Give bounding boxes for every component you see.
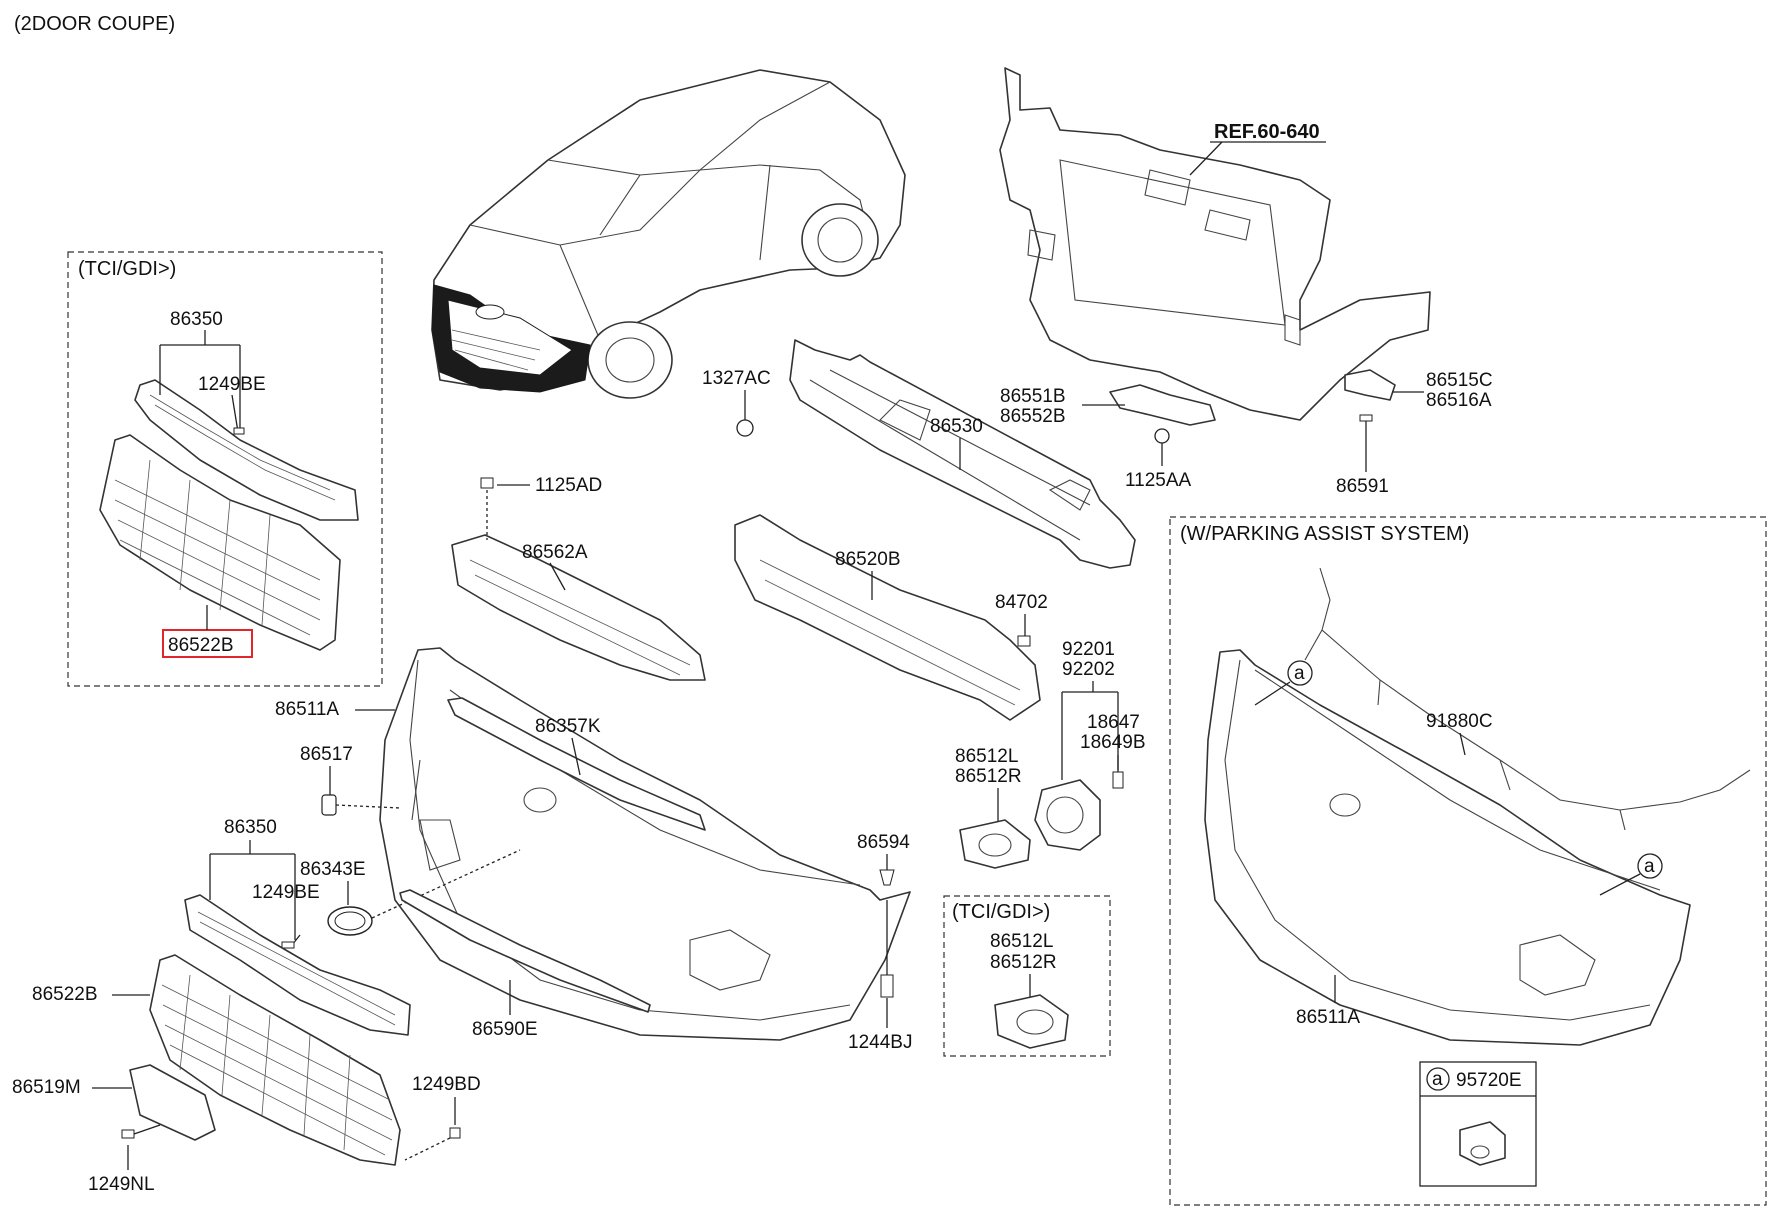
leader-86350-top (159, 330, 241, 430)
part-label-86530: 86530 (930, 416, 983, 437)
bolt-icon (281, 934, 301, 949)
part-label-86552B: 86552B (1000, 406, 1066, 427)
part-label-1249BE-bottom: 1249BE (252, 882, 320, 903)
part-label-86551B: 86551B (1000, 386, 1066, 407)
wiring-harness-drawing (1304, 567, 1751, 831)
part-label-86511A-right: 86511A (1296, 1007, 1360, 1028)
lower-grille-bottom-drawing (149, 954, 401, 1166)
fog-lamp-cover-tci-drawing (994, 994, 1069, 1049)
part-label-18649B: 18649B (1080, 732, 1146, 753)
part-label-86350-bottom: 86350 (224, 817, 277, 838)
part-label-86517: 86517 (300, 744, 353, 765)
lower-grille-drawing-top (99, 434, 341, 651)
parking-assist-box (1169, 516, 1767, 1206)
svg-text:a: a (1644, 856, 1655, 877)
tci-gdi-bottom-caption: (TCI/GDI>) (952, 901, 1050, 923)
tci-gdi-bottom-box (943, 895, 1111, 1057)
bumper-fascia-pas-drawing (1204, 649, 1691, 1046)
part-label-86357K: 86357K (535, 716, 601, 737)
svg-text:a: a (1432, 1069, 1443, 1090)
callout-a-bottom: a (1599, 853, 1663, 896)
fog-lamp-cover-drawing (959, 819, 1031, 869)
bolt-icon (480, 477, 494, 540)
part-label-86594: 86594 (857, 832, 910, 853)
part-label-86516A: 86516A (1426, 390, 1492, 411)
emblem-icon (327, 849, 521, 936)
callout-a-legend: a (1426, 1067, 1450, 1091)
part-label-86590E: 86590E (472, 1019, 538, 1040)
part-label-86520B: 86520B (835, 549, 901, 570)
part-label-86519M: 86519M (12, 1077, 81, 1098)
tci-gdi-top-caption: (TCI/GDI>) (78, 258, 176, 280)
part-label-18647: 18647 (1087, 712, 1140, 733)
part-label-1249NL: 1249NL (88, 1174, 155, 1195)
part-label-86522B-highlight: 86522B (168, 635, 234, 656)
leader-86357K (571, 737, 581, 776)
part-label-86343E: 86343E (300, 859, 366, 880)
nut-icon (736, 419, 754, 437)
part-label-86591: 86591 (1336, 476, 1389, 497)
radiator-support-drawing (999, 67, 1431, 421)
model-caption: (2DOOR COUPE) (14, 13, 175, 35)
grille-molding-86357K-drawing (447, 697, 706, 831)
clip-icon (879, 869, 895, 886)
part-label-86515C: 86515C (1426, 370, 1493, 391)
parking-assist-caption: (W/PARKING ASSIST SYSTEM) (1180, 523, 1469, 545)
bolt-icon (1154, 428, 1170, 444)
callout-a-top: a (1254, 660, 1313, 706)
bolt-icon (231, 394, 245, 435)
upper-grille-lower-drawing (184, 894, 411, 1036)
part-label-86522B-bottom: 86522B (32, 984, 98, 1005)
bulb-icon (1112, 771, 1124, 789)
leader-92201 (1061, 681, 1119, 780)
part-label-86562A: 86562A (522, 542, 588, 563)
part-label-1249BD: 1249BD (412, 1074, 481, 1095)
part-label-86512R-mid: 86512R (955, 766, 1022, 787)
part-label-1125AD: 1125AD (535, 475, 602, 496)
part-label-1244BJ: 1244BJ (848, 1032, 912, 1053)
part-label-84702: 84702 (995, 592, 1048, 613)
part-label-86512L-mid: 86512L (955, 746, 1018, 767)
tci-gdi-top-box (67, 251, 383, 687)
license-bracket-drawing (129, 1064, 216, 1141)
lower-strip-86590E-drawing (399, 889, 651, 1013)
car-illustration (431, 69, 906, 399)
bumper-beam-drawing (789, 339, 1136, 569)
part-label-92202: 92202 (1062, 659, 1115, 680)
screw-icon (121, 1124, 161, 1139)
bracket-86551B-drawing (1109, 384, 1216, 426)
part-label-1327AC: 1327AC (702, 368, 771, 389)
part-label-86511A-left: 86511A (275, 699, 339, 720)
leader-86350-bottom (209, 840, 296, 940)
absorber-86520B-drawing (734, 514, 1041, 721)
screw-icon (1359, 414, 1373, 445)
part-label-86350-top: 86350 (170, 309, 223, 330)
side-bracket-86515C-drawing (1344, 369, 1396, 401)
part-label-1249BE-top: 1249BE (198, 374, 266, 395)
part-label-95720E: 95720E (1456, 1070, 1522, 1091)
parking-sensor-icon (1459, 1121, 1506, 1166)
clip-icon (1017, 635, 1031, 647)
svg-text:a: a (1294, 663, 1305, 684)
upper-grille-drawing (134, 379, 359, 521)
bolt-icon (404, 1127, 461, 1161)
part-label-91880C: 91880C (1426, 711, 1493, 732)
clip-icon (321, 794, 401, 816)
leader-91880C (1459, 732, 1466, 756)
part-label-86512R-box: 86512R (990, 952, 1057, 973)
grille-bracket-86562A-drawing (451, 534, 706, 681)
fog-lamp-drawing (1034, 779, 1101, 851)
part-label-92201: 92201 (1062, 639, 1115, 660)
reference-label: REF.60-640 (1214, 121, 1320, 143)
part-label-86512L-box: 86512L (990, 931, 1053, 952)
screw-icon (880, 974, 894, 998)
leader-86562A (549, 562, 566, 591)
reference-leader (1189, 141, 1223, 176)
part-label-1125AA: 1125AA (1125, 470, 1192, 491)
